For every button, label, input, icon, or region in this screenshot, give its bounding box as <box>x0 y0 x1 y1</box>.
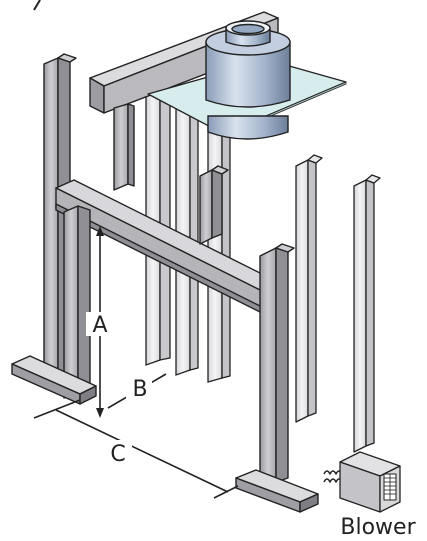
dimension-c-label: C <box>110 442 125 467</box>
right-front-post <box>259 243 295 491</box>
loose-stud-2 <box>353 174 381 453</box>
blower-label: Blower <box>340 515 416 540</box>
left-front-post <box>63 205 91 399</box>
dimension-b-label: B <box>132 377 147 402</box>
flue-pipe <box>205 20 291 140</box>
corner-mark <box>33 0 41 11</box>
dimension-a-label: A <box>92 313 107 338</box>
loose-stud-1 <box>295 154 323 423</box>
blower-icon <box>323 451 401 513</box>
left-base-plate <box>11 355 97 405</box>
center-post <box>199 165 229 245</box>
right-base-plate <box>235 469 319 513</box>
dimension-c-line <box>33 399 239 499</box>
